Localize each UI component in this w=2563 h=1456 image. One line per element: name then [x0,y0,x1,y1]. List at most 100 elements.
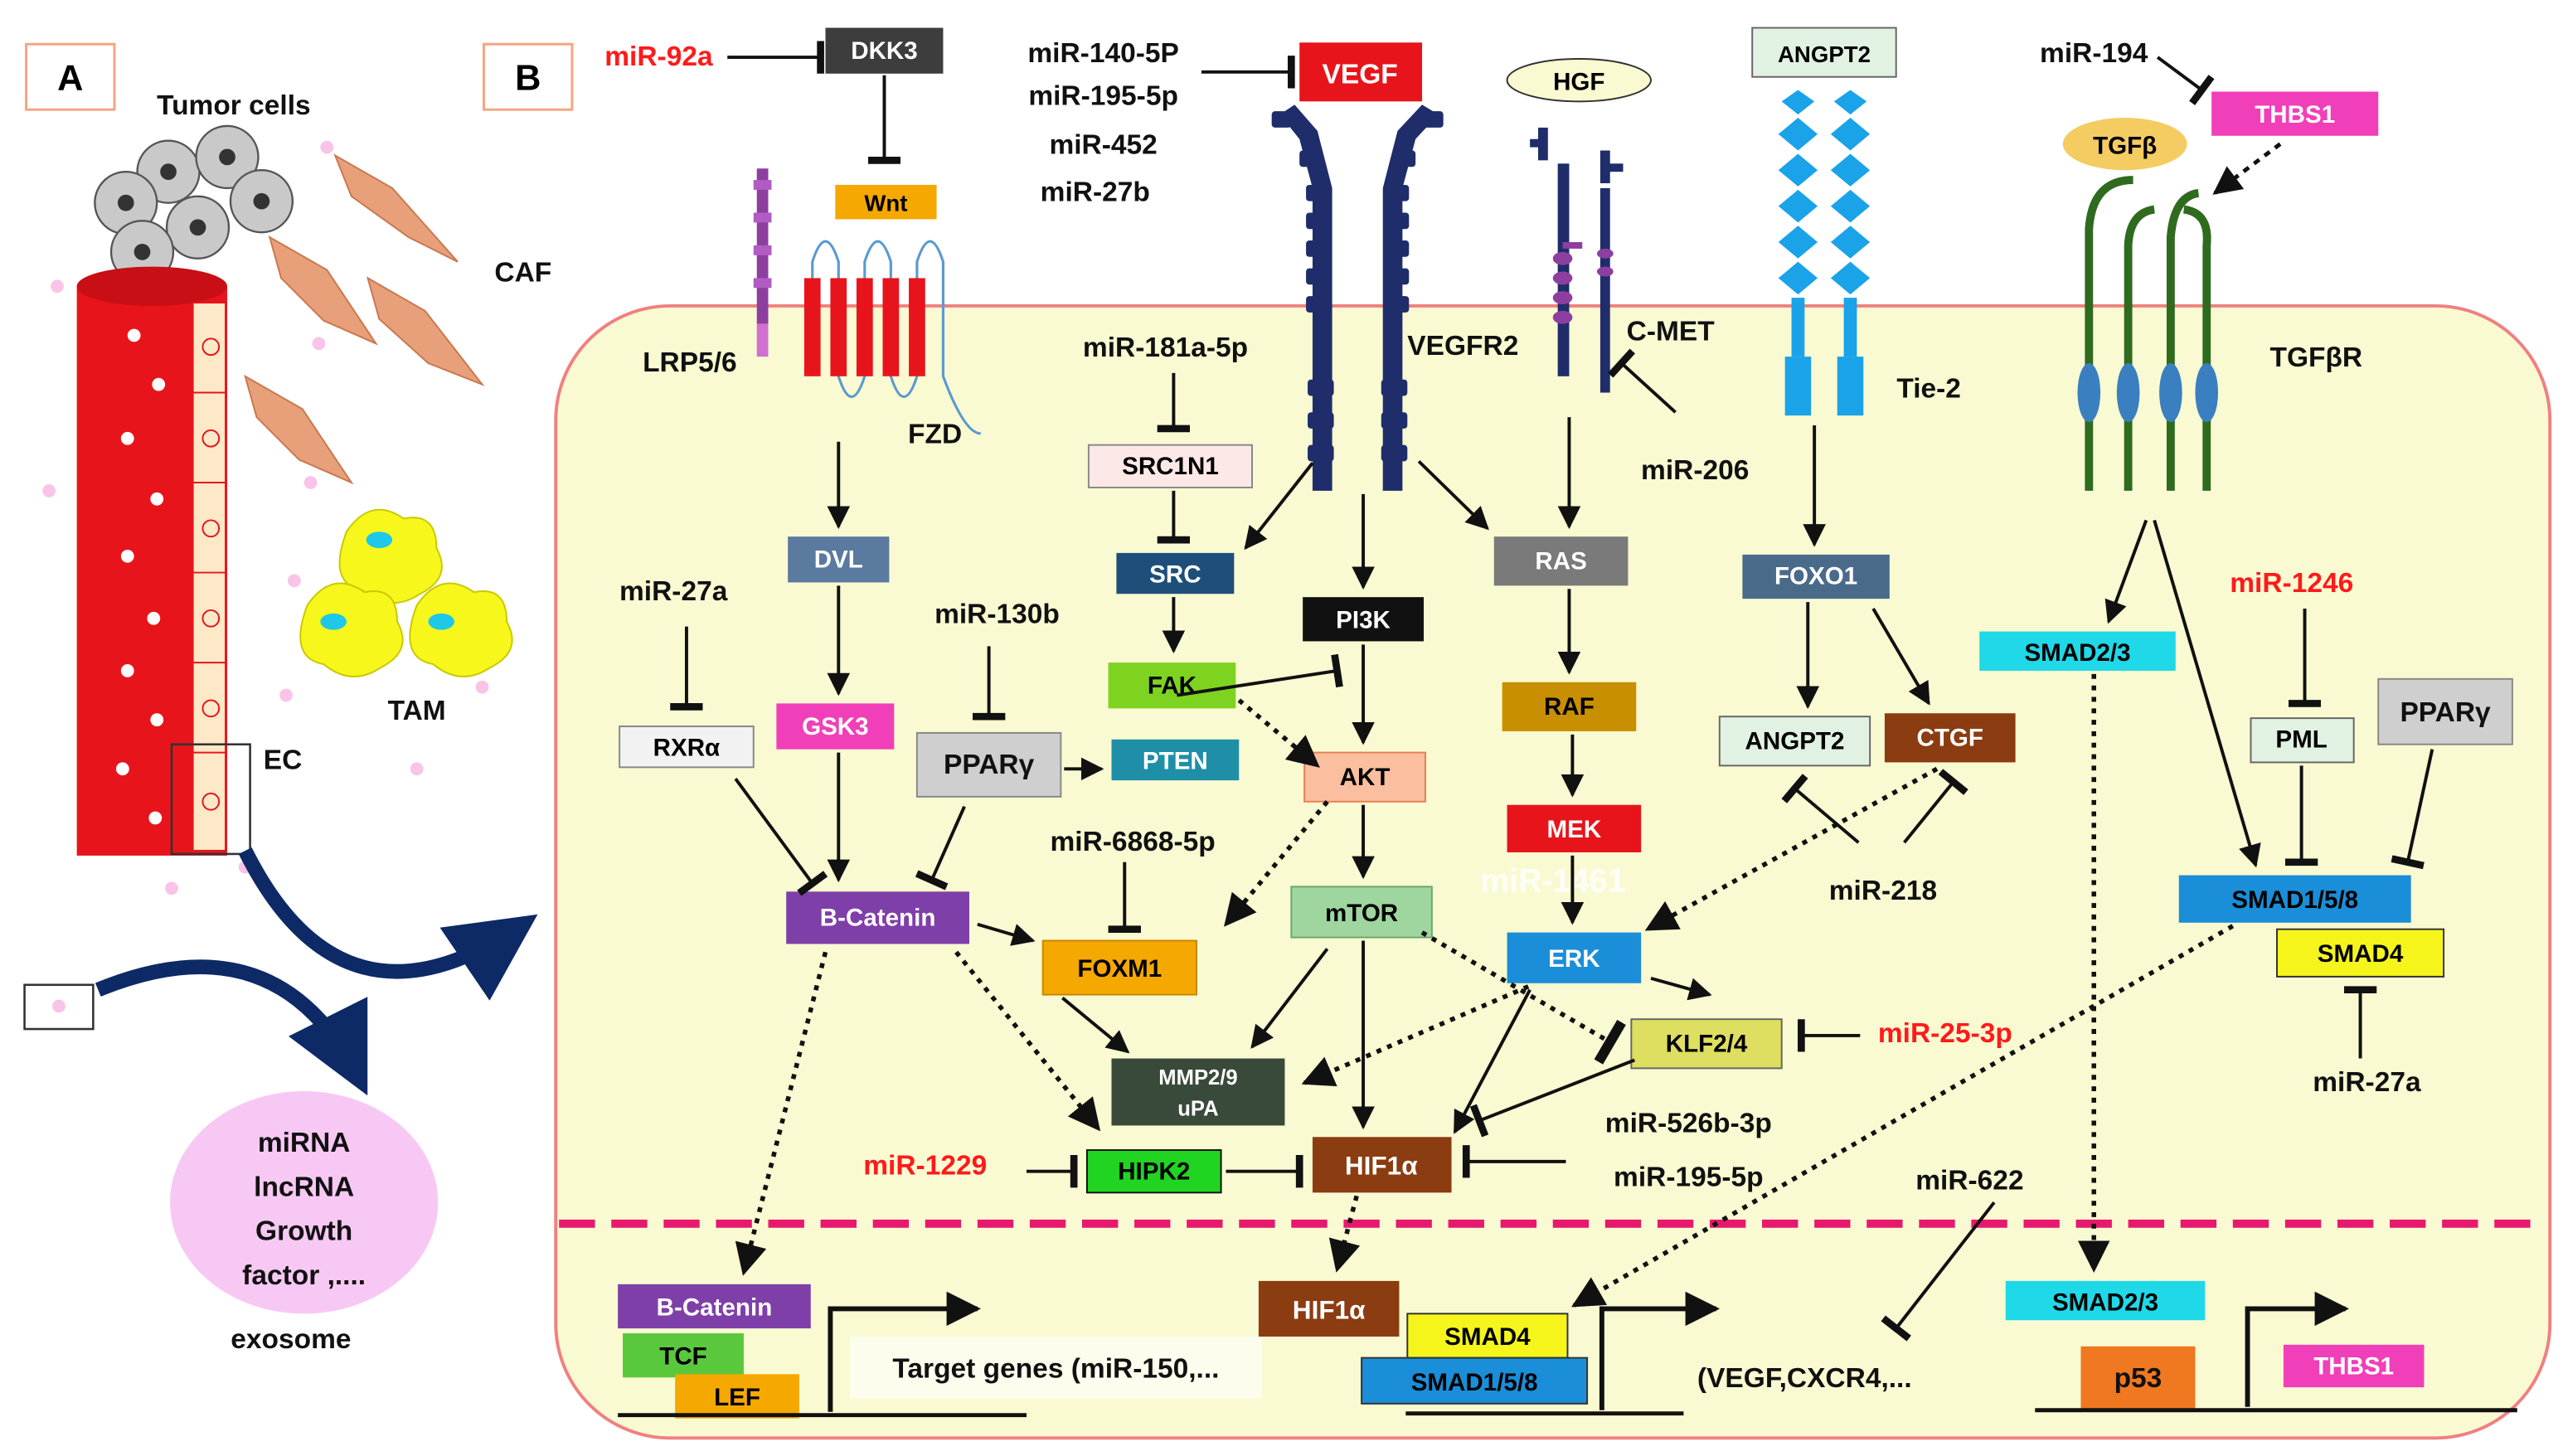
target-genes-bg [850,1336,1262,1399]
fzd-receptor [803,240,982,435]
mmp-label-1: MMP2/9 [1158,1066,1237,1090]
ppary-box-right [2377,677,2513,745]
smad23-label: SMAD2/3 [2024,639,2130,667]
nuc-bcatenin-label: Β-Catenin [657,1293,773,1321]
ppary-left-label: PPARγ [944,750,1035,780]
caf-label: CAF [494,257,551,288]
dkk3-label: DKK3 [851,37,917,65]
hipk2-label: HIPK2 [1118,1158,1190,1186]
mir-27b: miR-27b [1041,177,1150,208]
nuc-p53-box [2080,1346,2196,1409]
exosome-cargo-2: lncRNA [254,1172,354,1202]
wnt-label: Wnt [864,191,907,216]
mir-1461-ghost: miR-1461 [1480,862,1625,899]
blood-vessel [23,266,251,1031]
exosome-cargo-3: Growth [255,1216,352,1247]
mir-218: miR-218 [1829,876,1937,906]
tam-label: TAM [388,696,446,726]
mir-1229: miR-1229 [863,1151,987,1182]
nuc-smad23-box [2005,1280,2206,1321]
caf-cells [244,153,485,485]
smad4-box [2276,928,2445,978]
nuc-tcf-label: TCF [659,1342,706,1370]
nuc-tcf-box [623,1333,744,1378]
tgfbr-receptor [2077,176,2219,491]
panel-b: B LRP5/6 FZD DKK3 Wnt miR-92a [483,27,2552,1440]
hif1a-label: HIF1α [1345,1151,1418,1181]
mir-194: miR-194 [2040,38,2148,69]
hgf-label: HGF [1553,69,1604,96]
mir-130b: miR-130b [934,599,1060,630]
fak-label: FAK [1148,672,1197,700]
dkk3-box [825,27,944,74]
arrow-to-panel-b [238,847,538,1001]
vegf-targets-label: (VEGF,CXCR4,... [1697,1363,1912,1394]
erk-box [1507,932,1642,983]
nuc-smad158-label: SMAD1/5/8 [1411,1369,1538,1396]
hgf-ellipse [1506,58,1652,103]
panel-a: A Tumor cells CAF [23,42,551,1355]
akt-label: AKT [1340,764,1391,791]
inhibition-edges [670,372,2434,1342]
pml-box [2250,717,2355,764]
mir-92a: miR-92a [604,41,713,72]
tgfbr-label: TGFβR [2270,342,2363,373]
raf-label: RAF [1544,693,1595,721]
src1n1-label: SRC1N1 [1122,453,1219,480]
exosome-cargo-1: miRNA [258,1128,351,1158]
nuc-thbs1-label: THBS1 [2313,1352,2394,1380]
lrp56-receptor [753,168,772,357]
fak-box [1108,662,1236,709]
ctgf-label: CTGF [1917,725,1983,752]
angpt2-box [1751,27,1897,78]
src1n1-box [1087,444,1254,488]
tam-cells [299,508,513,677]
mek-box [1507,804,1642,852]
ec-label: EC [264,745,303,775]
klf-box [1630,1018,1783,1070]
exosome-label: exosome [231,1324,351,1355]
pten-label: PTEN [1143,747,1208,774]
mmp-box [1111,1058,1285,1126]
panel-b-label: B [515,59,541,99]
ras-box [1493,536,1629,586]
gsk3-box [776,703,895,750]
nuc-hif1a-label: HIF1α [1293,1294,1366,1324]
raf-box [1502,682,1637,731]
thbs1-top-label: THBS1 [2255,101,2335,129]
rxra-label: RXRα [653,735,721,762]
mir-27a-left: miR-27a [619,576,728,607]
angpt2-inner-label: ANGPT2 [1745,728,1845,755]
vegf-box [1299,42,1423,102]
akt-box [1303,751,1426,803]
hif1a-box [1312,1137,1452,1193]
exosome-bubble [170,1091,439,1314]
arrow-to-exosome [95,959,368,1096]
smad23-box [1979,631,2176,671]
thbs1-box-top [2211,91,2379,136]
ras-label: RAS [1535,548,1586,575]
foxm1-label: FOXM1 [1077,955,1162,983]
foxo1-label: FOXO1 [1774,562,1857,590]
mir-27a-right: miR-27a [2313,1067,2421,1098]
pml-label: PML [2275,726,2327,754]
mir-181a-5p: miR-181a-5p [1083,332,1248,363]
tgfb-label: TGFβ [2093,132,2157,159]
exosome-dots [42,140,489,895]
hipk2-box [1085,1149,1222,1194]
mtor-box [1290,886,1433,939]
ppary-right-label: PPARγ [2400,697,2491,728]
nuc-thbs1-box [2283,1344,2425,1388]
src-box [1116,552,1235,595]
nuc-p53-label: p53 [2114,1363,2163,1394]
rxra-box [619,726,755,769]
tie2-label: Tie-2 [1896,373,1961,404]
mir-6868-5p: miR-6868-5p [1050,827,1215,857]
indirect-edges [735,673,2235,1308]
exosome-cargo-4: factor ,.... [242,1260,366,1291]
mmp-label-2: uPA [1177,1098,1218,1121]
mir-1246: miR-1246 [2230,568,2353,599]
mir-452: miR-452 [1049,129,1157,160]
activation-edges [827,417,2261,1134]
